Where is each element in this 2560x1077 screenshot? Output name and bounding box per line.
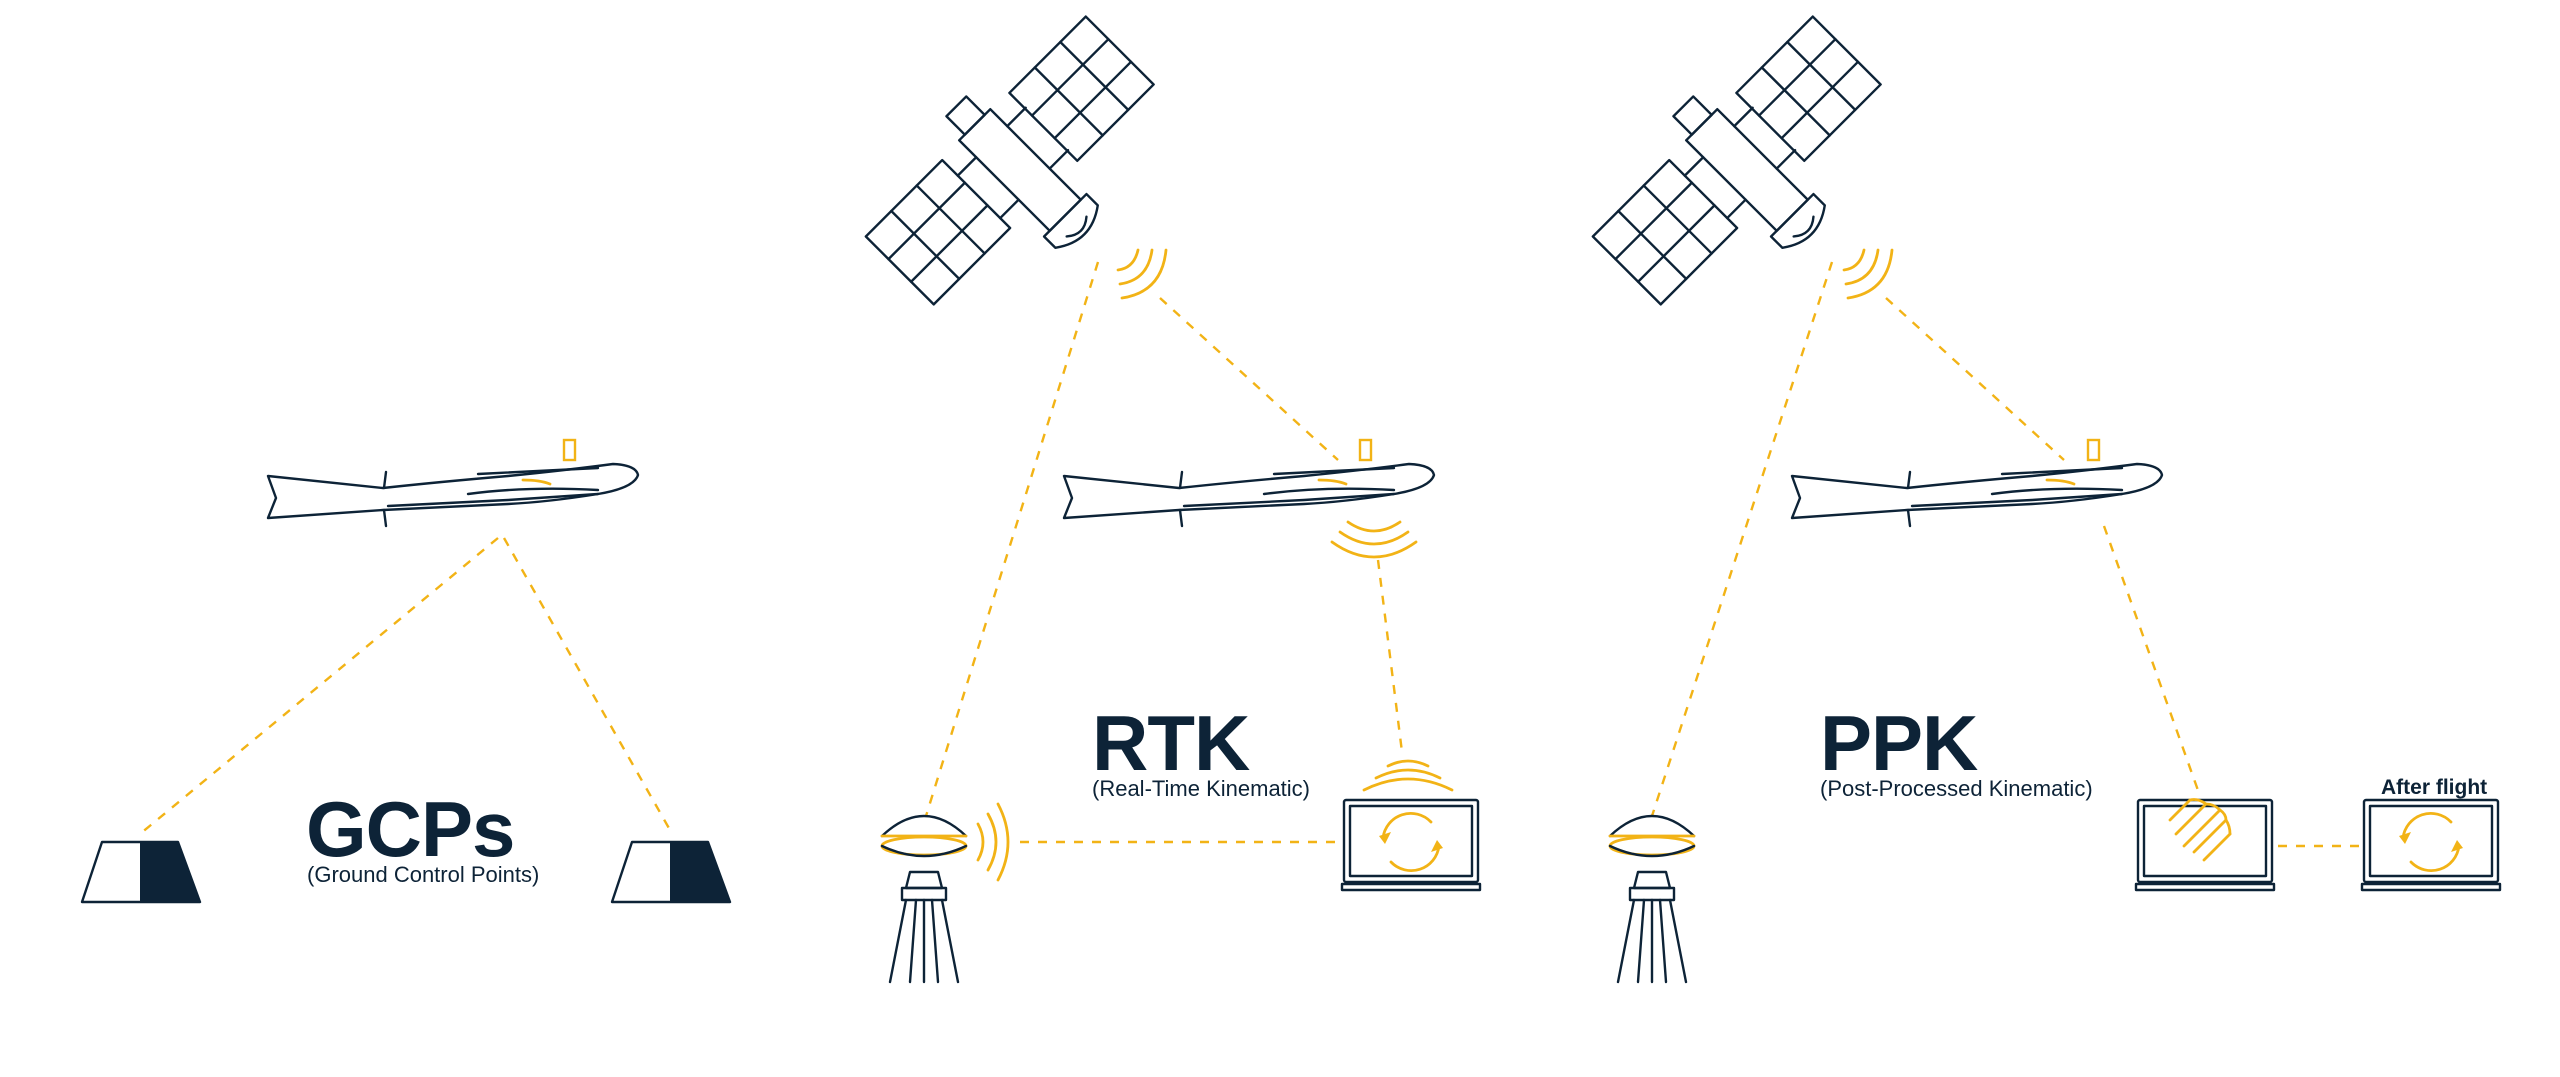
signal-waves-icon (1362, 759, 1454, 792)
signal-waves-icon (976, 802, 1010, 882)
drone-icon (266, 438, 640, 528)
gcp-target-icon (80, 840, 202, 904)
gcp-target-icon (610, 840, 732, 904)
sync-icon (1377, 811, 1445, 873)
data-log-icon (2168, 798, 2232, 862)
after-flight-label: After flight (2381, 776, 2487, 799)
base-station-icon (880, 814, 968, 984)
ppk-panel: PPK (Post-Processed Kinematic) After fli… (1571, 0, 2502, 984)
signal-waves-icon (1842, 248, 1894, 300)
sync-icon (2397, 811, 2465, 873)
satellite-icon (1571, 0, 1923, 346)
signal-waves-icon (1116, 248, 1168, 300)
rtk-subtitle: (Real-Time Kinematic) (1092, 776, 1310, 801)
drone-icon (1790, 438, 2164, 528)
gcp-title: GCPs (306, 785, 514, 873)
gcp-panel: GCPs (Ground Control Points) (80, 438, 732, 904)
gcp-subtitle: (Ground Control Points) (307, 862, 539, 887)
ppk-title: PPK (1820, 699, 1978, 787)
ppk-subtitle: (Post-Processed Kinematic) (1820, 776, 2093, 801)
base-station-icon (1608, 814, 1696, 984)
signal-waves-icon (1330, 520, 1418, 559)
rtk-title: RTK (1092, 699, 1250, 787)
laptop-icon (2134, 798, 2276, 892)
rtk-panel: RTK (Real-Time Kinematic) (844, 0, 1482, 984)
drone-icon (1062, 438, 1436, 528)
